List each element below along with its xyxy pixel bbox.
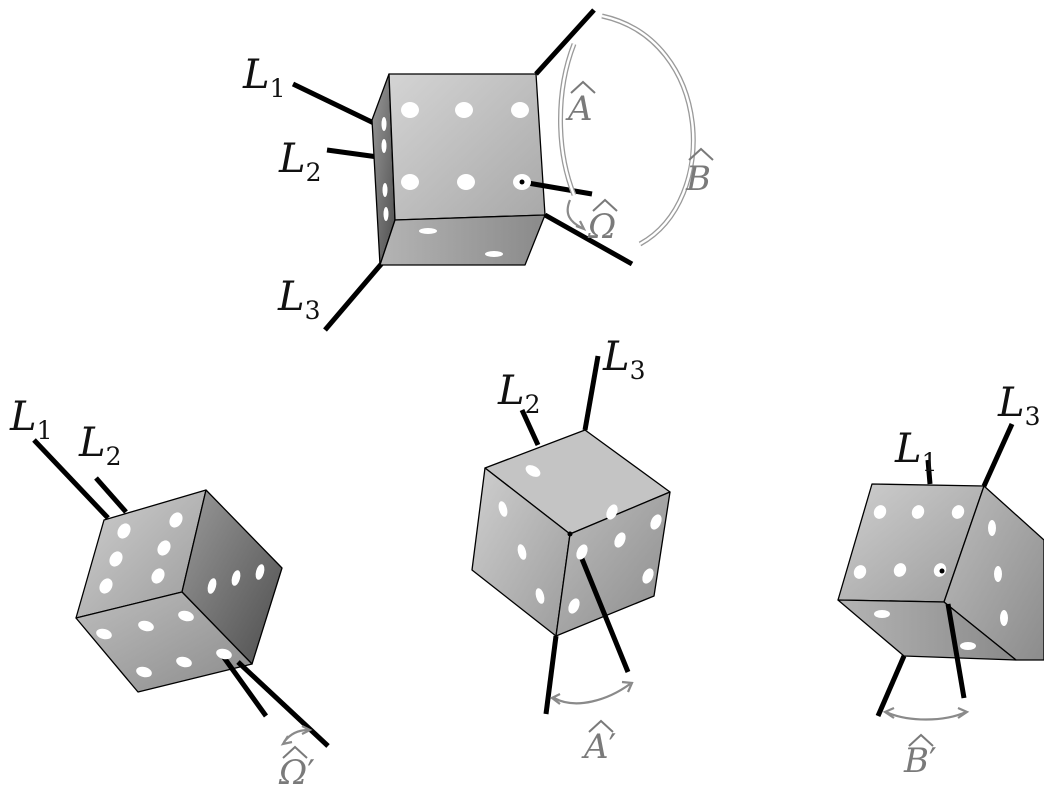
label-top-l2: L2 — [278, 136, 321, 187]
rod-left-omega-2 — [236, 660, 330, 748]
label-middle-angle-a: A′ — [581, 727, 616, 767]
rod-top-l2 — [326, 147, 379, 160]
rod-top-omega-end — [521, 179, 593, 197]
label-left-angle-omega: Ω′ — [278, 753, 315, 793]
die-top: L1 L2 L3 A B Ω — [242, 8, 714, 332]
label-top-l3: L3 — [277, 274, 320, 325]
rod-middle-l2 — [519, 408, 541, 447]
label-top-angle-omega: Ω — [587, 207, 616, 247]
rod-right-l3 — [981, 422, 1015, 488]
die-right-pips — [853, 505, 1008, 650]
label-left-l2: L2 — [78, 420, 121, 471]
rod-right-b-2 — [945, 603, 967, 699]
rod-middle-a-2 — [577, 553, 631, 673]
die-top-front-face — [388, 73, 546, 221]
rod-top-a-end — [534, 8, 596, 76]
rod-right-l1 — [925, 459, 933, 485]
label-right-l3: L3 — [997, 380, 1040, 431]
die-left-pips — [96, 512, 265, 678]
label-top-l1: L1 — [242, 52, 285, 103]
die-top-pips — [381, 102, 531, 257]
rod-top-l3 — [323, 260, 385, 332]
rod-middle-a-1 — [543, 635, 559, 715]
rod-middle-l3 — [582, 355, 601, 431]
rod-top-b-end — [543, 212, 634, 267]
label-top-angle-a: A — [565, 89, 593, 129]
rod-left-l1 — [32, 438, 110, 520]
rod-top-l1 — [291, 81, 382, 129]
label-left-l1: L1 — [9, 394, 52, 445]
label-middle-l2: L2 — [497, 368, 540, 419]
label-right-angle-b: B′ — [903, 741, 937, 781]
die-middle: L2 L3 A′ — [471, 334, 671, 767]
label-right-l1: L1 — [894, 426, 937, 477]
die-left-front-face — [75, 591, 253, 693]
die-right: L1 L3 B′ — [837, 380, 1044, 781]
die-top-bottom-face — [379, 214, 546, 266]
label-middle-l3: L3 — [602, 334, 645, 385]
rod-right-b-1 — [875, 655, 907, 717]
die-middle-right-face — [555, 491, 671, 637]
die-left: L1 L2 Ω′ — [9, 394, 330, 793]
rod-left-l2 — [94, 476, 128, 514]
label-top-angle-b: B — [685, 159, 711, 199]
die-middle-pips — [498, 465, 662, 614]
rod-left-omega-1 — [217, 650, 269, 718]
die-right-side-face — [943, 485, 1044, 661]
